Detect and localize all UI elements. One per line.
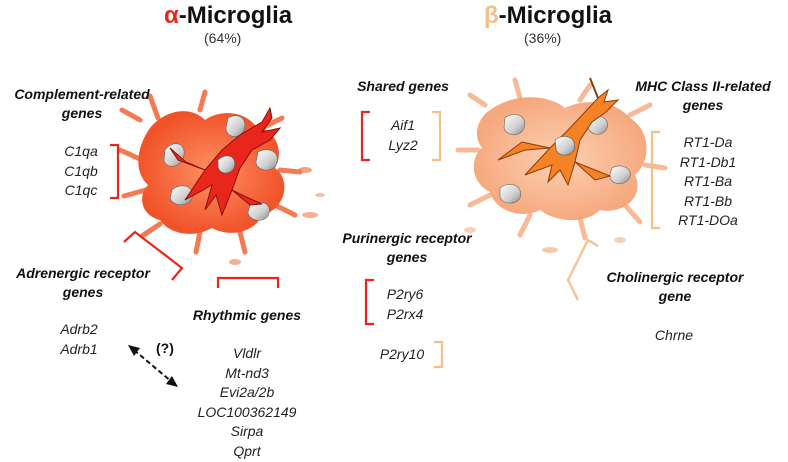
gene-rt1-da: RT1-Da	[683, 134, 733, 150]
bracket-rhythmic	[216, 276, 280, 288]
gene-qprt: Qprt	[233, 442, 261, 459]
purinergic-heading-line1: Purinergic receptor	[342, 230, 472, 246]
alpha-title: α-Microglia	[164, 2, 292, 30]
gene-rt1-bb: RT1-Bb	[684, 192, 732, 209]
beta-title: β-Microglia	[484, 2, 612, 30]
beta-symbol: β	[484, 2, 499, 29]
brackets	[110, 110, 660, 369]
beta-microglia-illustration	[455, 77, 668, 253]
adrenergic-heading: Adrenergic receptor genes	[0, 264, 166, 302]
purinergic-heading-line2: genes	[386, 249, 428, 265]
purinergic-alpha-gene-list: P2ry6 P2rx4	[378, 285, 432, 324]
gene-aif1: Aif1	[390, 117, 416, 133]
complement-heading-line2: genes	[61, 105, 103, 121]
gene-vldlr: Vldlr	[232, 345, 261, 361]
gene-c1qa: C1qa	[64, 143, 98, 159]
gene-loc100362149: LOC100362149	[197, 403, 297, 420]
gene-rt1-ba: RT1-Ba	[684, 173, 732, 189]
complement-gene-list: C1qa C1qb C1qc	[56, 142, 106, 201]
gene-lyz2: Lyz2	[388, 136, 418, 153]
bracket-cholinergic	[566, 238, 599, 301]
bracket-purinergic-alpha	[364, 278, 374, 326]
shared-heading: Shared genes	[357, 78, 449, 94]
complement-heading-line1: Complement-related	[14, 86, 150, 102]
gene-mt-nd3: Mt-nd3	[225, 364, 269, 381]
interaction-label: (?)	[156, 340, 174, 356]
bracket-adrenergic	[123, 230, 184, 281]
bracket-purinergic-beta	[434, 340, 444, 369]
gene-p2rx4: P2rx4	[386, 305, 424, 322]
gene-rt1-db1: RT1-Db1	[679, 153, 737, 170]
adrenergic-gene-list: Adrb2 Adrb1	[52, 320, 106, 359]
cholinergic-heading-line2: gene	[658, 288, 692, 304]
beta-name: -Microglia	[498, 2, 612, 29]
mhc-heading: MHC Class II-related genes	[620, 77, 786, 115]
purinergic-heading: Purinergic receptor genes	[326, 229, 488, 267]
alpha-percent: (64%)	[204, 30, 242, 46]
adrenergic-heading-line1: Adrenergic receptor	[16, 265, 150, 281]
mhc-heading-line2: genes	[682, 97, 724, 113]
shared-gene-list: Aif1 Lyz2	[376, 116, 430, 155]
gene-c1qb: C1qb	[64, 162, 98, 179]
complement-heading: Complement-related genes	[2, 85, 162, 123]
gene-c1qc: C1qc	[64, 182, 98, 198]
bracket-complement	[110, 143, 120, 200]
gene-chrne: Chrne	[654, 327, 694, 343]
mhc-gene-list: RT1-Da RT1-Db1 RT1-Ba RT1-Bb RT1-DOa	[668, 133, 748, 231]
beta-percent: (36%)	[524, 30, 562, 46]
adrenergic-heading-line2: genes	[62, 284, 104, 300]
rhythmic-gene-list: Vldlr Mt-nd3 Evi2a/2b LOC100362149 Sirpa…	[182, 344, 312, 461]
gene-rt1-doa: RT1-DOa	[678, 212, 738, 228]
cholinergic-heading-line1: Cholinergic receptor	[606, 269, 744, 285]
alpha-name: -Microglia	[178, 2, 293, 29]
alpha-symbol: α	[164, 2, 179, 29]
bracket-mhc	[650, 130, 660, 230]
gene-p2ry6: P2ry6	[386, 286, 424, 302]
gene-adrb1: Adrb1	[60, 340, 98, 357]
rhythmic-heading: Rhythmic genes	[192, 307, 302, 323]
alpha-microglia-illustration	[117, 89, 325, 265]
gene-evi2a-2b: Evi2a/2b	[219, 384, 275, 400]
cholinergic-heading: Cholinergic receptor gene	[592, 268, 758, 306]
mhc-heading-line1: MHC Class II-related	[635, 78, 771, 94]
gene-adrb2: Adrb2	[60, 321, 98, 337]
bracket-shared-beta	[432, 110, 442, 162]
interaction-arrow	[128, 345, 178, 387]
gene-p2ry10: P2ry10	[379, 346, 425, 362]
bracket-shared-alpha	[360, 110, 370, 162]
gene-sirpa: Sirpa	[230, 423, 264, 439]
